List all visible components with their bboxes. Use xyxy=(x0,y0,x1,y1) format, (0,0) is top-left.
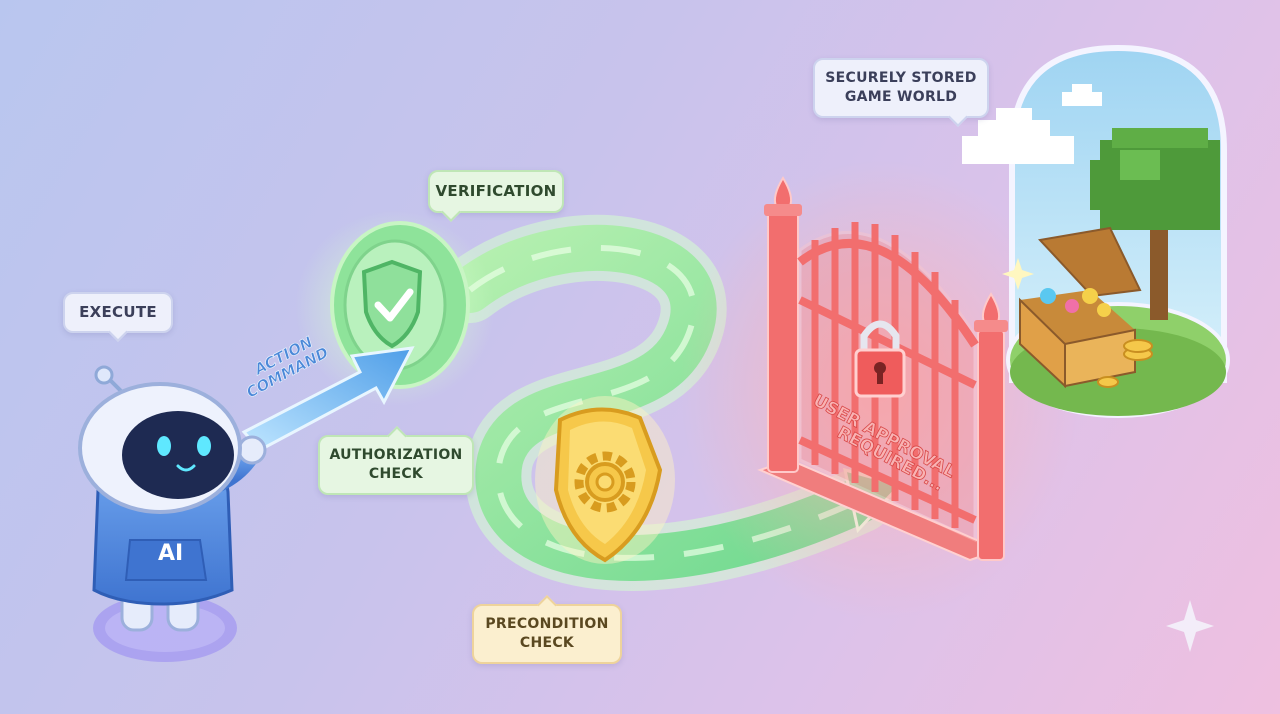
secure-storage-bubble: SECURELY STORED GAME WORLD xyxy=(813,58,989,118)
authorization-check-bubble: AUTHORIZATION CHECK xyxy=(318,435,474,495)
ai-robot: AI xyxy=(78,365,267,662)
treasure-chest-icon xyxy=(1019,226,1153,389)
secure-label-2: GAME WORLD xyxy=(844,89,958,105)
secure-label-1: SECURELY STORED xyxy=(825,70,977,86)
precondition-label-2: CHECK xyxy=(519,635,575,651)
robot-badge: AI xyxy=(158,541,183,566)
sparkle-icon xyxy=(1166,600,1214,652)
game-world xyxy=(962,44,1230,418)
approval-gate: USER APPROVAL REQUIRED... xyxy=(680,160,1080,620)
execute-label: EXECUTE xyxy=(79,303,157,321)
pixel-cloud-icon xyxy=(962,84,1102,164)
precondition-shield xyxy=(535,396,675,564)
verification-label: VERIFICATION xyxy=(435,182,557,200)
gate-right-pillar xyxy=(977,329,1005,561)
precondition-check-bubble: PRECONDITION CHECK xyxy=(472,604,622,664)
robot-eye-left xyxy=(157,436,171,456)
pixel-tree-icon xyxy=(1090,128,1220,320)
gear-icon xyxy=(574,451,636,513)
precondition-label-1: PRECONDITION xyxy=(485,616,609,632)
verification-bubble: VERIFICATION xyxy=(428,170,564,213)
gate-left-pillar xyxy=(767,211,799,473)
execute-bubble: EXECUTE xyxy=(63,292,173,333)
shield-check-icon xyxy=(361,259,423,349)
authorization-label-1: AUTHORIZATION xyxy=(329,447,463,463)
padlock-icon xyxy=(854,320,906,398)
robot-eye-right xyxy=(197,436,211,456)
sparkle-icon xyxy=(1002,258,1034,290)
authorization-label-2: CHECK xyxy=(368,466,424,482)
antenna-icon xyxy=(94,365,114,385)
